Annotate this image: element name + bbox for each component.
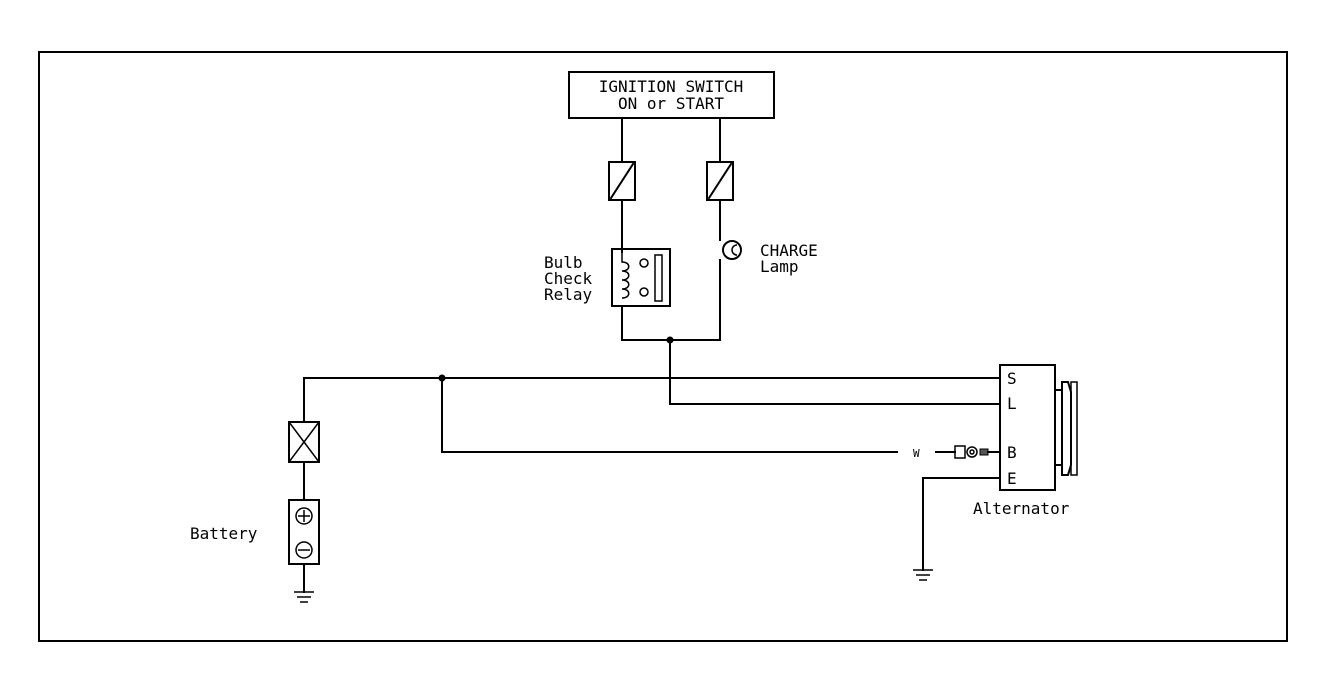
charge-lamp-label-1: CHARGE xyxy=(760,241,818,260)
relay-label-3: Relay xyxy=(544,285,593,304)
plus-icon xyxy=(295,507,313,525)
diagram-frame xyxy=(38,51,1288,642)
charge-lamp: CHARGE Lamp xyxy=(719,240,818,341)
fuse-left xyxy=(608,117,636,253)
wire-color-label: W xyxy=(913,447,920,460)
terminal-L: L xyxy=(1007,394,1017,413)
battery-label: Battery xyxy=(190,524,258,543)
terminal-B: B xyxy=(1007,443,1017,462)
charge-lamp-label-2: Lamp xyxy=(760,257,799,276)
ignition-switch-label-2: ON or START xyxy=(618,94,724,113)
fuse-right xyxy=(706,117,734,241)
wire-to-S xyxy=(303,377,1001,423)
battery: Battery xyxy=(190,499,320,565)
relay-label-2: Check xyxy=(544,269,593,288)
ignition-switch-label-1: IGNITION SWITCH xyxy=(599,77,744,96)
minus-icon xyxy=(295,541,313,559)
relay-label-1: Bulb xyxy=(544,253,583,272)
ignition-switch: IGNITION SWITCH ON or START xyxy=(568,71,775,119)
wire-to-L xyxy=(669,339,1001,405)
ground-battery-icon xyxy=(294,563,314,603)
alternator: S L B E Alternator xyxy=(973,364,1078,518)
fusible-link xyxy=(288,421,320,501)
pulley-icon xyxy=(1054,381,1078,476)
wire-to-B xyxy=(441,377,898,453)
lamp-icon xyxy=(722,240,742,260)
terminal-E: E xyxy=(1007,469,1017,488)
terminal-S: S xyxy=(1007,369,1017,388)
bulb-check-relay: Bulb Check Relay xyxy=(544,248,671,341)
ground-alternator-icon xyxy=(913,477,1001,581)
alternator-label: Alternator xyxy=(973,499,1070,518)
connector-icon xyxy=(954,445,966,459)
